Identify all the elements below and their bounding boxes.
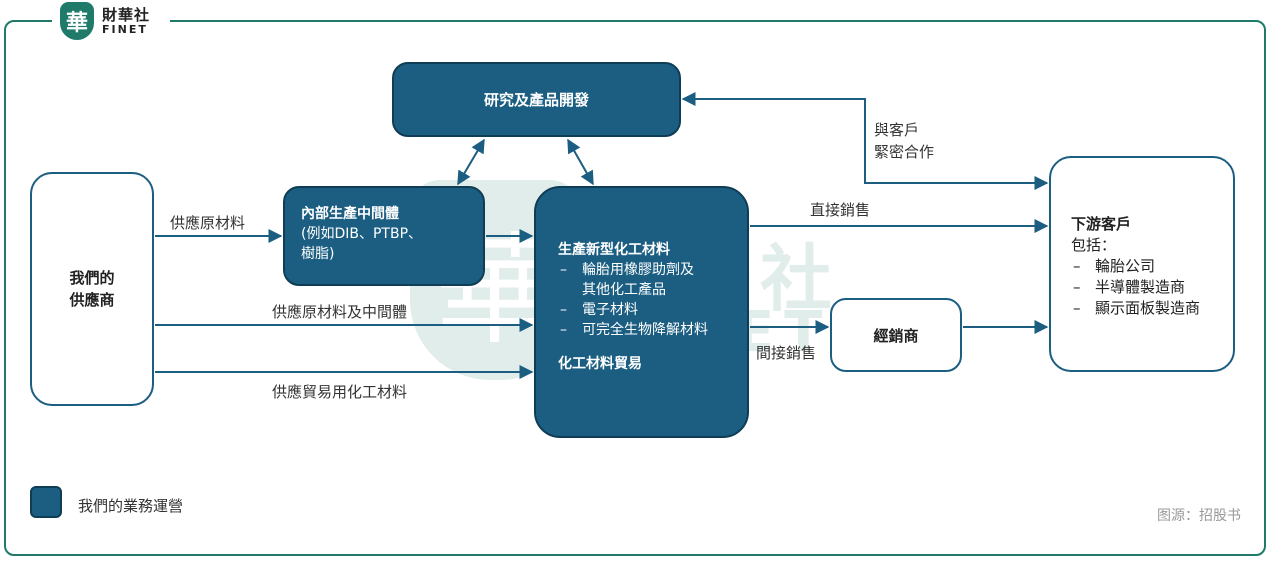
edge-label-supply-raw: 供應原材料 — [170, 214, 246, 232]
finet-logo: 華 財華社 FINET — [52, 0, 170, 44]
edge-label-cooperation: 與客戶 緊密合作 — [874, 119, 934, 163]
customer-intro: 包括： — [1071, 236, 1117, 254]
edge-label-supply-raw-inter: 供應原材料及中間體 — [272, 303, 408, 321]
rd-label: 研究及產品開發 — [483, 91, 589, 109]
core-item: –可完全生物降解材料 — [560, 322, 708, 338]
customer-node: 下游客戶 包括： –輪胎公司 –半導體製造商 –顯示面板製造商 — [1049, 156, 1235, 372]
intermediate-line1: (例如DIB、PTBP、 — [301, 226, 423, 242]
intermediate-node: 內部生產中間體 (例如DIB、PTBP、 樹脂) — [283, 186, 485, 286]
logo-en-text: FINET — [102, 23, 148, 36]
arrow-rd-core — [567, 138, 594, 186]
distributor-label: 經銷商 — [873, 326, 919, 345]
logo-mark: 華 — [60, 2, 94, 40]
arrow-rd-intermediate — [457, 138, 485, 186]
customer-item: –半導體製造商 — [1073, 278, 1186, 296]
customer-title: 下游客戶 — [1071, 215, 1132, 233]
cooperation-line2: 緊密合作 — [874, 143, 935, 161]
supplier-label-line1: 我們的 — [69, 269, 115, 287]
edge-label-direct-sales: 直接銷售 — [810, 201, 871, 219]
intermediate-title: 內部生產中間體 — [301, 206, 399, 222]
customer-item: –顯示面板製造商 — [1073, 299, 1201, 317]
source-caption: 图源：招股书 — [1157, 508, 1241, 524]
intermediate-line2: 樹脂) — [301, 246, 335, 262]
edge-label-supply-trade: 供應貿易用化工材料 — [272, 383, 408, 401]
customer-item: –輪胎公司 — [1073, 257, 1156, 275]
legend-text: 我們的業務運營 — [78, 497, 184, 515]
diagram-frame — [4, 20, 1266, 556]
arrow-rd-customer-cooperation — [681, 92, 1049, 190]
supplier-node: 我們的 供應商 — [30, 172, 154, 406]
core-title: 生產新型化工材料 — [558, 242, 670, 258]
distributor-node: 經銷商 — [830, 298, 962, 372]
core-trade-label: 化工材料貿易 — [558, 356, 642, 372]
core-item: –輪胎用橡膠助劑及 — [560, 262, 694, 278]
legend-swatch — [30, 486, 62, 518]
core-item: –電子材料 — [560, 302, 638, 318]
logo-cn-text: 財華社 — [102, 6, 151, 24]
rd-node: 研究及產品開發 — [392, 62, 681, 137]
core-business-node: 生產新型化工材料 –輪胎用橡膠助劑及 其他化工產品 –電子材料 –可完全生物降解… — [534, 186, 749, 438]
core-item-continuation: 其他化工產品 — [582, 282, 666, 298]
edge-label-indirect-sales: 間接銷售 — [756, 344, 817, 362]
supplier-label-line2: 供應商 — [69, 291, 115, 309]
cooperation-line1: 與客戶 — [874, 121, 920, 139]
